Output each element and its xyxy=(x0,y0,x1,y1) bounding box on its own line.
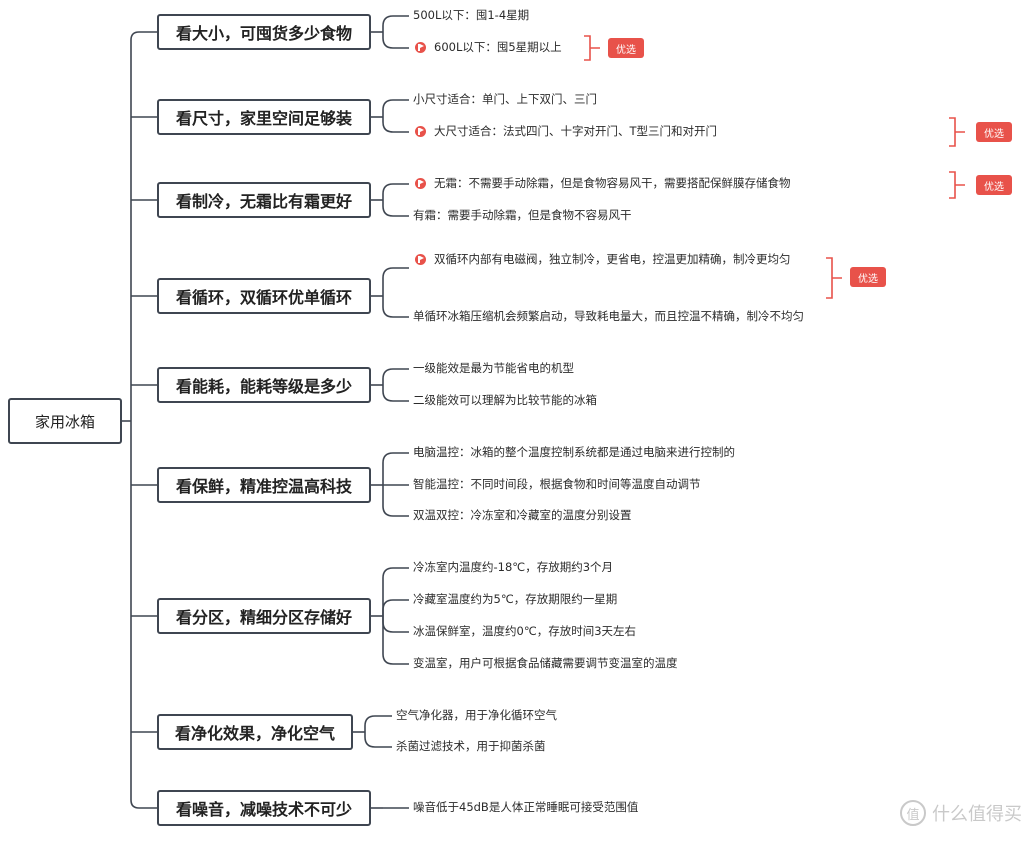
leaf-connector xyxy=(382,616,409,633)
leaf-text: 电脑温控：冰箱的整个温度控制系统都是通过电脑来进行控制的 xyxy=(413,445,735,459)
preferred-bracket xyxy=(949,117,965,147)
leaf-connector xyxy=(382,567,409,616)
leaf-connector xyxy=(382,183,409,200)
leaf-text: 冰温保鲜室，温度约0℃，存放时间3天左右 xyxy=(413,624,637,638)
leaf-connector xyxy=(382,117,409,133)
leaf-item[interactable]: 噪音低于45dB是人体正常睡眠可接受范围值 xyxy=(413,799,638,816)
leaf-connector xyxy=(382,99,409,117)
leaf-item[interactable]: 小尺寸适合：单门、上下双门、三门 xyxy=(413,91,597,108)
leaf-text: 大尺寸适合：法式四门、十字对开门、T型三门和对开门 xyxy=(434,124,718,138)
leaf-text: 600L以下：囤5星期以上 xyxy=(434,40,562,54)
leaf-item[interactable]: 空气净化器，用于净化循环空气 xyxy=(396,707,557,724)
leaf-connector xyxy=(364,732,392,748)
branch-node[interactable]: 看噪音，减噪技术不可少 xyxy=(157,790,371,826)
leaf-item[interactable]: 无霜：不需要手动除霜，但是食物容易风干，需要搭配保鲜膜存储食物 xyxy=(415,175,791,192)
leaf-item[interactable]: 一级能效是最为节能省电的机型 xyxy=(413,360,574,377)
leaf-text: 噪音低于45dB是人体正常睡眠可接受范围值 xyxy=(413,800,639,814)
branch-node[interactable]: 看能耗，能耗等级是多少 xyxy=(157,367,371,403)
priority-flag-icon xyxy=(415,126,426,137)
leaf-text: 有霜：需要手动除霜，但是食物不容易风干 xyxy=(413,208,632,222)
branch-node[interactable]: 看保鲜，精准控温高科技 xyxy=(157,467,371,503)
branch-node[interactable]: 看大小，可囤货多少食物 xyxy=(157,14,371,50)
leaf-text: 双温双控：冷冻室和冷藏室的温度分别设置 xyxy=(413,508,632,522)
priority-flag-icon xyxy=(415,254,426,265)
leaf-connector xyxy=(364,715,392,732)
preferred-tag[interactable]: 优选 xyxy=(608,38,644,58)
watermark-logo-icon: 值 xyxy=(900,800,926,826)
leaf-connector xyxy=(382,200,409,217)
leaf-item[interactable]: 单循环冰箱压缩机会频繁启动，导致耗电量大，而且控温不精确，制冷不均匀 xyxy=(413,308,804,325)
leaf-item[interactable]: 变温室，用户可根据食品储藏需要调节变温室的温度 xyxy=(413,655,678,672)
leaf-text: 变温室，用户可根据食品储藏需要调节变温室的温度 xyxy=(413,656,678,670)
leaf-item[interactable]: 有霜：需要手动除霜，但是食物不容易风干 xyxy=(413,207,632,224)
watermark-text: 什么值得买 xyxy=(932,804,1022,825)
preferred-bracket xyxy=(949,171,965,199)
leaf-connector xyxy=(382,267,409,296)
leaf-connector xyxy=(382,368,409,385)
leaf-text: 一级能效是最为节能省电的机型 xyxy=(413,361,574,375)
leaf-text: 无霜：不需要手动除霜，但是食物容易风干，需要搭配保鲜膜存储食物 xyxy=(434,176,791,190)
priority-flag-icon xyxy=(415,178,426,189)
leaf-item[interactable]: 冷冻室内温度约-18℃，存放期约3个月 xyxy=(413,559,613,576)
leaf-text: 小尺寸适合：单门、上下双门、三门 xyxy=(413,92,597,106)
preferred-tag[interactable]: 优选 xyxy=(976,122,1012,142)
leaf-item[interactable]: 杀菌过滤技术，用于抑菌杀菌 xyxy=(396,738,546,755)
branch-connector xyxy=(130,799,157,809)
leaf-text: 冷藏室温度约为5℃，存放期限约一星期 xyxy=(413,592,618,606)
branch-connector xyxy=(130,31,157,41)
leaf-item[interactable]: 冰温保鲜室，温度约0℃，存放时间3天左右 xyxy=(413,623,636,640)
leaf-item[interactable]: 600L以下：囤5星期以上 xyxy=(415,39,562,56)
leaf-item[interactable]: 双循环内部有电磁阀，独立制冷，更省电，控温更加精确，制冷更均匀 xyxy=(415,251,825,268)
leaf-item[interactable]: 二级能效可以理解为比较节能的冰箱 xyxy=(413,392,597,409)
leaf-text: 杀菌过滤技术，用于抑菌杀菌 xyxy=(396,739,546,753)
priority-flag-icon xyxy=(415,42,426,53)
leaf-connector xyxy=(382,296,409,318)
leaf-text: 双循环内部有电磁阀，独立制冷，更省电，控温更加精确，制冷更均匀 xyxy=(434,252,791,266)
leaf-text: 单循环冰箱压缩机会频繁启动，导致耗电量大，而且控温不精确，制冷不均匀 xyxy=(413,309,804,323)
leaf-connector xyxy=(382,599,409,616)
leaf-item[interactable]: 智能温控：不同时间段，根据食物和时间等温度自动调节 xyxy=(413,476,701,493)
leaf-text: 二级能效可以理解为比较节能的冰箱 xyxy=(413,393,597,407)
preferred-tag[interactable]: 优选 xyxy=(976,175,1012,195)
leaf-text: 冷冻室内温度约-18℃，存放期约3个月 xyxy=(413,560,614,574)
leaf-connector xyxy=(382,616,409,665)
preferred-bracket xyxy=(826,257,842,299)
branch-node[interactable]: 看分区，精细分区存储好 xyxy=(157,598,371,634)
branch-node[interactable]: 看净化效果，净化空气 xyxy=(157,714,353,750)
leaf-text: 空气净化器，用于净化循环空气 xyxy=(396,708,557,722)
leaf-connector xyxy=(382,485,409,517)
leaf-item[interactable]: 冷藏室温度约为5℃，存放期限约一星期 xyxy=(413,591,617,608)
branch-node[interactable]: 看尺寸，家里空间足够装 xyxy=(157,99,371,135)
leaf-connector xyxy=(382,385,409,402)
branch-node[interactable]: 看制冷，无霜比有霜更好 xyxy=(157,182,371,218)
leaf-text: 智能温控：不同时间段，根据食物和时间等温度自动调节 xyxy=(413,477,701,491)
branch-node[interactable]: 看循环，双循环优单循环 xyxy=(157,278,371,314)
leaf-item[interactable]: 大尺寸适合：法式四门、十字对开门、T型三门和对开门 xyxy=(415,123,718,140)
leaf-connector xyxy=(382,15,409,32)
leaf-connector xyxy=(382,32,409,49)
root-node[interactable]: 家用冰箱 xyxy=(8,398,122,444)
leaf-connector xyxy=(382,452,409,485)
watermark: 值 什么值得买 xyxy=(900,800,1022,826)
preferred-bracket xyxy=(584,35,600,61)
leaf-text: 500L以下：囤1-4星期 xyxy=(413,8,530,22)
leaf-item[interactable]: 电脑温控：冰箱的整个温度控制系统都是通过电脑来进行控制的 xyxy=(413,444,735,461)
preferred-tag[interactable]: 优选 xyxy=(850,267,886,287)
leaf-item[interactable]: 双温双控：冷冻室和冷藏室的温度分别设置 xyxy=(413,507,632,524)
leaf-item[interactable]: 500L以下：囤1-4星期 xyxy=(413,7,529,24)
